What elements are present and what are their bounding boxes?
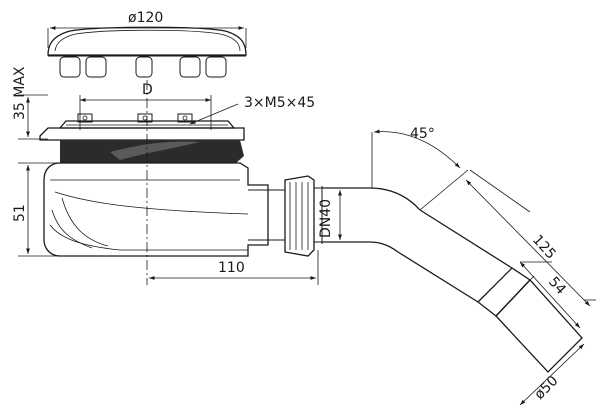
- angle-dimension: 45°: [371, 126, 469, 211]
- max-height-dimension: 35 MAX: [12, 66, 48, 140]
- body-height-dimension: 51: [12, 162, 60, 257]
- outlet-size-label: DN40: [318, 199, 334, 238]
- outlet-size-dimension: DN40: [318, 190, 342, 240]
- elbow-length-dimension: 125: [465, 169, 596, 307]
- socket-length-label: 54: [545, 274, 569, 298]
- body-height-label: 51: [12, 204, 28, 222]
- outlet-distance-dimension: 110: [149, 250, 319, 285]
- bolt-spacing-dimension: D: [79, 82, 212, 130]
- screw-label: 3×M5×45: [244, 95, 315, 111]
- drain-body: [39, 113, 285, 257]
- union-nut: [284, 175, 323, 257]
- screw-callout: 3×M5×45: [189, 95, 315, 125]
- max-height-label: 35 MAX: [12, 66, 28, 120]
- outlet-distance-label: 110: [218, 260, 245, 276]
- cover-cap: [47, 26, 247, 78]
- cap-diameter-dimension: ø120: [47, 10, 247, 48]
- socket-diameter-dimension: ø50: [519, 343, 585, 406]
- angle-label: 45°: [410, 126, 435, 142]
- socket-length-dimension: 54: [519, 261, 581, 329]
- elbow-pipe: [322, 187, 513, 303]
- socket-diameter-label: ø50: [532, 373, 562, 403]
- cap-diameter-label: ø120: [128, 10, 163, 26]
- elbow-length-label: 125: [529, 232, 559, 263]
